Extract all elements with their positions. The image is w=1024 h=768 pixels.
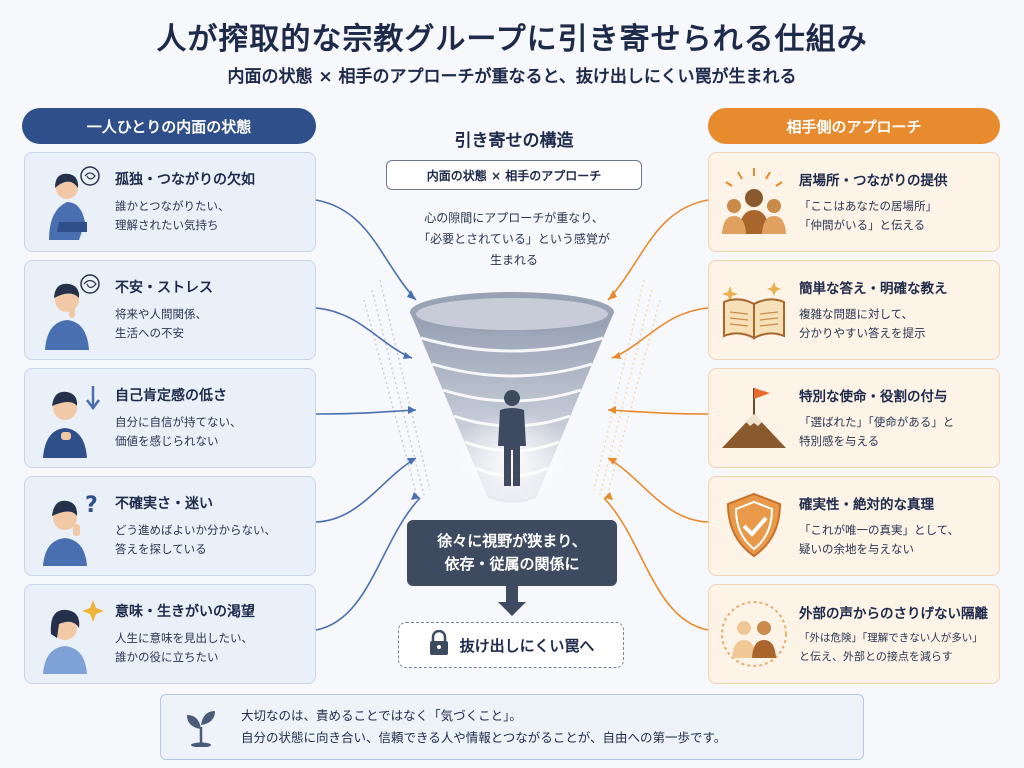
approach-card-belonging: 居場所・つながりの提供 「ここはあなたの居場所」 「仲間がいる」と伝える bbox=[708, 152, 1000, 252]
card-description-line2: 価値を感じられない bbox=[115, 434, 219, 448]
card-title: 不確実さ・迷い bbox=[115, 496, 213, 513]
card-description-line2: 「仲間がいる」と伝える bbox=[799, 218, 926, 232]
card-title: 特別な使命・役割の付与 bbox=[799, 389, 948, 406]
approach-card-isolation: 外部の声からのさりげない隔離 「外は危険」「理解できない人が多い」 と伝え、外部… bbox=[708, 584, 1000, 684]
card-description-line1: 「ここはあなたの居場所」 bbox=[799, 199, 937, 214]
center-description: 心の隙間にアプローチが重なり、 「必要とされている」という感覚が 生まれる bbox=[386, 208, 642, 271]
narrowing-line1: 徐々に視野が狭まり、 bbox=[437, 531, 587, 550]
left-column-header: 一人ひとりの内面の状態 bbox=[22, 108, 316, 144]
inner-state-card-low-self-esteem: 自己肯定感の低さ 自分に自信が持てない、 価値を感じられない bbox=[24, 368, 316, 468]
card-description-line1: 「これが唯一の真実」として、 bbox=[799, 523, 960, 538]
hopeful-person-icon bbox=[25, 584, 115, 684]
standing-person-silhouette bbox=[498, 390, 526, 486]
open-book-icon bbox=[709, 260, 799, 360]
card-description-line2: 理解されたい気持ち bbox=[115, 218, 219, 232]
card-description-line2: 特別感を与える bbox=[799, 434, 880, 448]
card-title: 外部の声からのさりげない隔離 bbox=[799, 606, 988, 623]
card-title: 孤独・つながりの欠如 bbox=[115, 172, 255, 189]
narrowing-line2: 依存・従属の関係に bbox=[444, 555, 580, 573]
left-arrowheads bbox=[403, 290, 420, 500]
card-description-line2: 分かりやすい答えを提示 bbox=[799, 326, 926, 340]
card-description-line1: 「選ばれた」「使命がある」と bbox=[799, 415, 955, 430]
shield-check-icon bbox=[709, 476, 799, 576]
card-title: 確実性・絶対的な真理 bbox=[799, 497, 934, 514]
card-title: 自己肯定感の低さ bbox=[115, 388, 227, 405]
inner-state-card-uncertainty: ? 不確実さ・迷い どう進めばよいか分からない、 答えを探している bbox=[24, 476, 316, 576]
funnel-rim bbox=[410, 292, 614, 332]
footer-line1: 大切なのは、責めることではなく「気づくこと」。 bbox=[241, 707, 522, 723]
padlock-icon bbox=[428, 629, 450, 660]
anxious-person-icon bbox=[25, 260, 115, 360]
funnel-rings bbox=[420, 336, 604, 478]
footer-line2: 自分の状態に向き合い、信頼できる人や情報とつながることが、自由への第一歩です。 bbox=[241, 730, 727, 745]
inner-state-card-meaning: 意味・生きがいの渇望 人生に意味を見出したい、 誰かの役に立ちたい bbox=[24, 584, 316, 684]
question-person-icon: ? bbox=[25, 476, 115, 576]
footer-message-box: 大切なのは、責めることではなく「気づくこと」。 自分の状態に向き合い、信頼できる… bbox=[160, 694, 864, 760]
inner-state-card-loneliness: 孤独・つながりの欠如 誰かとつながりたい、 理解されたい気持ち bbox=[24, 152, 316, 252]
card-description-line1: 自分に自信が持てない、 bbox=[115, 415, 242, 430]
down-arrow bbox=[498, 586, 526, 616]
card-title: 不安・ストレス bbox=[115, 280, 213, 297]
downcast-person-icon bbox=[25, 368, 115, 468]
svg-text:?: ? bbox=[85, 493, 98, 518]
card-description-line1: 誰かとつながりたい、 bbox=[115, 199, 230, 214]
right-column-header: 相手側のアプローチ bbox=[708, 108, 1000, 144]
approach-card-special-mission: 特別な使命・役割の付与 「選ばれた」「使命がある」と 特別感を与える bbox=[708, 368, 1000, 468]
center-description-line1: 心の隙間にアプローチが重なり、 bbox=[424, 211, 604, 225]
card-title: 簡単な答え・明確な教え bbox=[799, 281, 948, 298]
sprout-icon bbox=[161, 707, 241, 747]
card-title: 意味・生きがいの渇望 bbox=[115, 604, 255, 621]
page-title: 人が搾取的な宗教グループに引き寄せられる仕組み bbox=[156, 22, 868, 57]
center-title: 引き寄せの構造 bbox=[454, 131, 574, 151]
narrowing-box: 徐々に視野が狭まり、 依存・従属の関係に bbox=[407, 520, 617, 586]
page-subtitle: 内面の状態 × 相手のアプローチが重なると、抜け出しにくい罠が生まれる bbox=[227, 67, 797, 87]
mountain-flag-icon bbox=[709, 368, 799, 468]
approach-card-simple-answers: 簡単な答え・明確な教え 複雑な問題に対して、 分かりやすい答えを提示 bbox=[708, 260, 1000, 360]
card-description-line2: 誰かの役に立ちたい bbox=[115, 650, 219, 664]
trap-box: 抜け出しにくい罠へ bbox=[398, 622, 624, 668]
card-description-line2: 疑いの余地を与えない bbox=[799, 542, 914, 556]
trap-label: 抜け出しにくい罠へ bbox=[459, 636, 595, 655]
funnel-body bbox=[410, 297, 614, 503]
group-icon bbox=[709, 152, 799, 252]
card-description-line2: 答えを探している bbox=[115, 542, 207, 556]
card-description-line1: 「外は危険」「理解できない人が多い」 bbox=[799, 632, 983, 645]
card-description-line2: と伝え、外部との接点を減らす bbox=[799, 649, 953, 663]
isolated-pair-icon bbox=[709, 584, 799, 684]
card-description-line1: 将来や人間関係、 bbox=[115, 307, 207, 322]
right-arrowheads bbox=[604, 290, 621, 500]
card-description-line1: 人生に意味を見出したい、 bbox=[115, 631, 253, 646]
lonely-person-icon bbox=[25, 152, 115, 252]
card-description-line2: 生活への不安 bbox=[115, 326, 184, 340]
approach-card-absolute-truth: 確実性・絶対的な真理 「これが唯一の真実」として、 疑いの余地を与えない bbox=[708, 476, 1000, 576]
center-description-line3: 生まれる bbox=[489, 253, 538, 267]
inner-state-card-anxiety: 不安・ストレス 将来や人間関係、 生活への不安 bbox=[24, 260, 316, 360]
card-description-line1: 複雑な問題に対して、 bbox=[799, 307, 914, 322]
right-dotted-rays bbox=[593, 279, 661, 501]
card-title: 居場所・つながりの提供 bbox=[799, 173, 948, 190]
center-description-line2: 「必要とされている」という感覚が bbox=[418, 232, 610, 246]
card-description-line1: どう進めばよいか分からない、 bbox=[115, 523, 276, 538]
left-dotted-rays bbox=[363, 279, 431, 501]
formula-box: 内面の状態 × 相手のアプローチ bbox=[386, 160, 642, 190]
